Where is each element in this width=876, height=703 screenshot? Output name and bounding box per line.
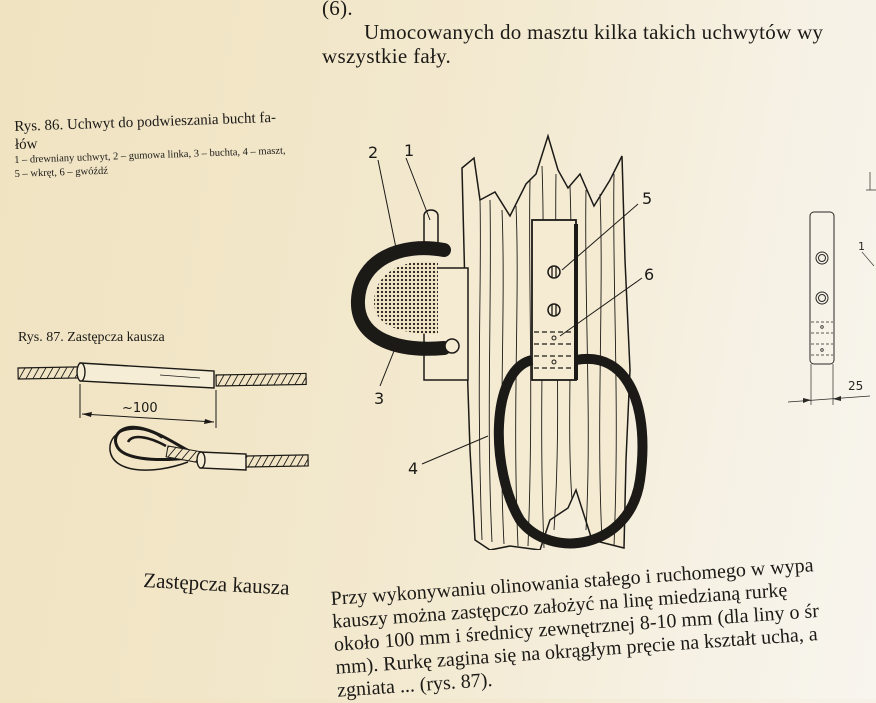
section-heading: Zastępcza kausza	[142, 568, 291, 600]
label-4: 4	[408, 459, 418, 478]
figure-87-drawing: ~100	[17, 362, 309, 471]
label-2: 2	[368, 143, 378, 162]
dimension-line: ~100	[79, 384, 217, 428]
rubber-cord	[351, 241, 451, 356]
label-6: 6	[644, 265, 654, 284]
bottom-paragraph: Przy wykonywaniu olinowania stałego i ru…	[330, 554, 823, 703]
peg	[423, 209, 439, 250]
thimble-loop	[109, 425, 309, 471]
leader-lines	[377, 157, 643, 465]
straight-rope	[17, 362, 307, 389]
label-1: 1	[404, 141, 414, 160]
text-line: Umocowanych do masztu kilka takich uchwy…	[364, 20, 824, 44]
figure-87-caption: Rys. 87. Zastępcza kausza	[18, 330, 165, 345]
text-line: wszystkie fały.	[322, 44, 452, 68]
dimension-label: ~100	[122, 401, 158, 416]
ring	[493, 353, 648, 549]
label-5: 5	[642, 189, 652, 208]
figure-86-drawing: 1 2 3 4 5 6	[351, 133, 654, 550]
coil	[374, 261, 438, 334]
label-3: 3	[374, 389, 384, 408]
continuation-text: (6). Umocowanych do masztu kilka takich …	[322, 0, 823, 68]
figure-labels: 1 2 3 4 5 6	[368, 141, 654, 478]
dimension-25: 25	[848, 379, 863, 393]
side-plate-drawing: 25 1	[787, 172, 876, 405]
metal-plate	[531, 219, 578, 381]
figure-86-caption: Rys. 86. Uchwyt do podwieszania bucht fa…	[14, 110, 324, 182]
side-label: 1	[858, 240, 865, 253]
text-line: (6).	[322, 0, 353, 20]
